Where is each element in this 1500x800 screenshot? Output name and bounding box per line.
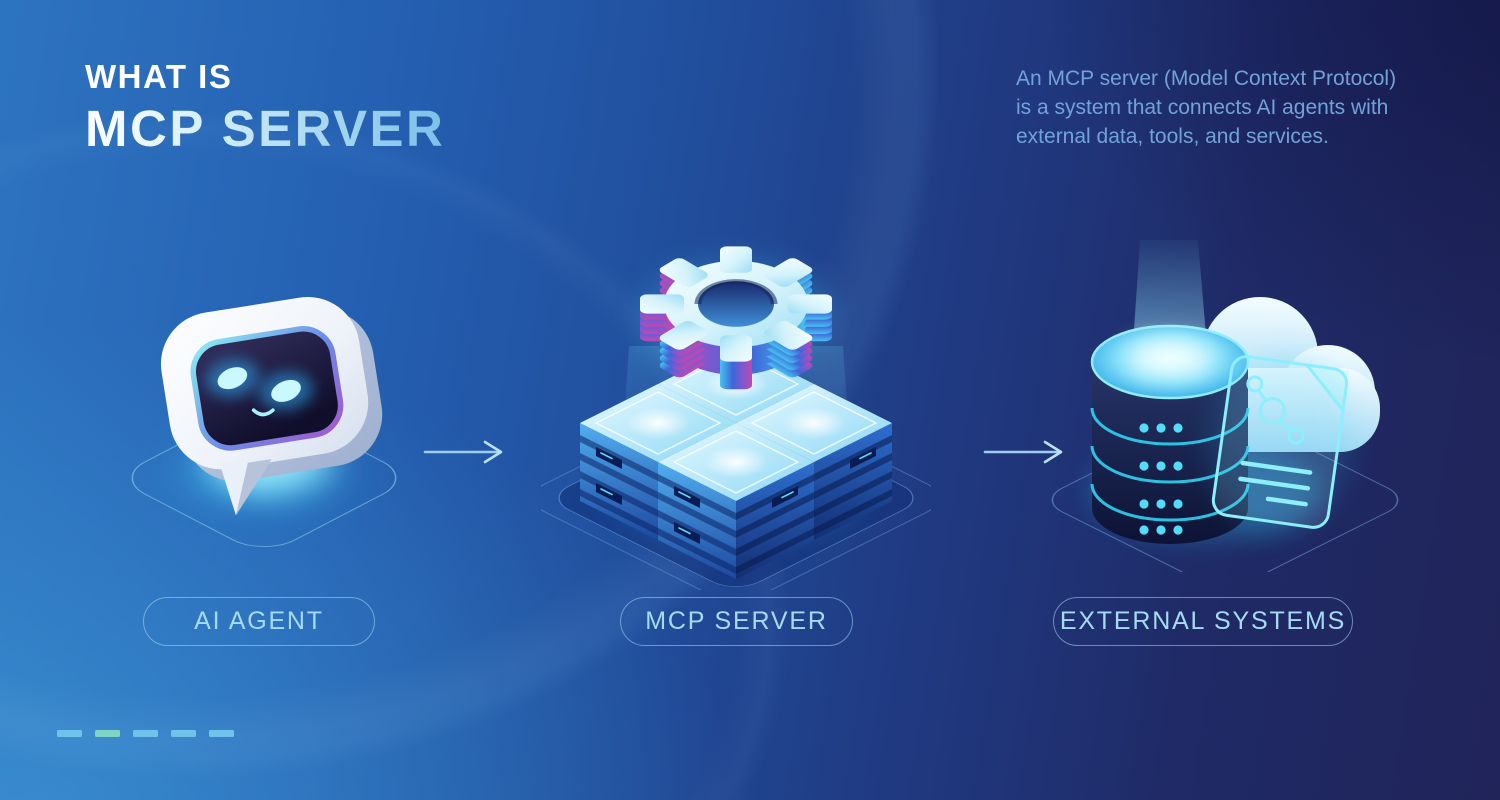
database-cloud-document-icon: [1051, 240, 1399, 572]
description-line-3: external data, tools, and services.: [1016, 125, 1329, 148]
title-block: WHAT IS MCP SERVER: [85, 60, 445, 154]
label-pill-ai-agent: AI AGENT: [143, 597, 375, 646]
robot: [160, 296, 383, 516]
database-dots: [1139, 423, 1183, 535]
server-stack-gear-icon: [541, 246, 931, 590]
gear: [640, 246, 832, 390]
share-nodes-glyph: [1246, 375, 1305, 445]
robot-eye-left: [217, 367, 248, 390]
arrow-right-icon: [423, 440, 503, 464]
robot-smile: [251, 408, 275, 417]
dash: [133, 730, 158, 737]
description-line-1: An MCP server (Model Context Protocol): [1016, 67, 1397, 90]
node-label: MCP SERVER: [645, 607, 828, 635]
page-title: MCP SERVER: [85, 100, 446, 157]
robot-eye-right: [271, 379, 301, 402]
robot-chat-bubble-icon: [131, 296, 397, 547]
document-text-lines: [1238, 460, 1313, 507]
dash: [171, 730, 196, 737]
dashed-line: [57, 730, 234, 737]
dash: [209, 730, 234, 737]
label-pill-mcp-server: MCP SERVER: [620, 597, 853, 646]
label-pill-external-systems: EXTERNAL SYSTEMS: [1053, 597, 1353, 646]
description: An MCP server (Model Context Protocol) i…: [1016, 64, 1396, 151]
document: [1207, 350, 1353, 534]
node-label: AI AGENT: [194, 607, 324, 635]
title-eyebrow: WHAT IS: [85, 58, 233, 95]
database: [1090, 324, 1250, 544]
dash: [95, 730, 120, 737]
description-line-2: is a system that connects AI agents with: [1016, 96, 1389, 119]
dash: [57, 730, 82, 737]
node-label: EXTERNAL SYSTEMS: [1059, 607, 1347, 635]
arrow-right-icon: [983, 440, 1063, 464]
